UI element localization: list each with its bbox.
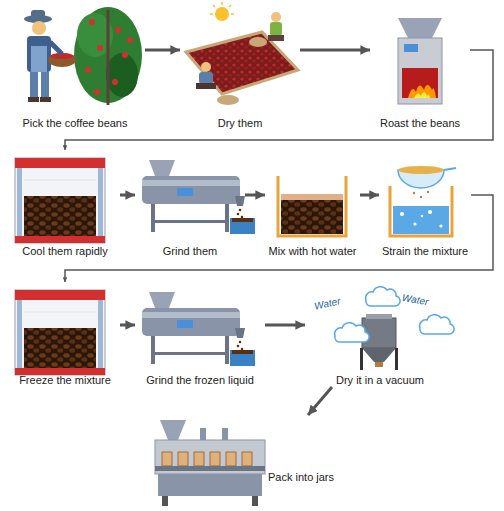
- vapor-label: Water: [401, 292, 429, 307]
- step-caption: Grind them: [163, 245, 217, 258]
- process-step: Mix with hot water: [265, 150, 360, 258]
- process-step: Freeze the mixture: [10, 282, 120, 387]
- step-caption: Dry them: [218, 117, 263, 130]
- process-step: Grind the frozen liquid: [135, 282, 265, 387]
- step-caption: Freeze the mixture: [19, 374, 111, 387]
- flow-arrow: [308, 387, 332, 415]
- flow-arrow: [65, 195, 493, 282]
- step-caption: Strain the mixture: [382, 245, 468, 258]
- flow-arrow: [265, 324, 305, 327]
- flow-arrow: [65, 50, 493, 150]
- process-step: Roast the beans: [370, 5, 470, 130]
- step-caption: Grind the frozen liquid: [146, 374, 254, 387]
- step-caption: Pick the coffee beans: [23, 117, 128, 130]
- process-step: Grind them: [135, 150, 245, 258]
- step-caption: Roast the beans: [380, 117, 460, 130]
- flow-arrow: [120, 324, 135, 327]
- flow-arrow: [300, 49, 370, 52]
- process-step: Pick the coffee beans: [5, 5, 145, 130]
- process-step: Pack into jars: [150, 415, 365, 507]
- step-caption: Mix with hot water: [268, 245, 356, 258]
- step-caption: Pack into jars: [268, 471, 334, 484]
- step-caption: Cool them rapidly: [22, 245, 108, 258]
- process-step: Strain the mixture: [379, 150, 471, 258]
- flow-arrow: [245, 194, 265, 197]
- process-step: Dry them: [180, 5, 300, 130]
- vapor-label: Water: [313, 295, 341, 311]
- process-step: Cool them rapidly: [10, 150, 120, 258]
- step-caption: Dry it in a vacuum: [336, 374, 424, 387]
- flow-arrow: [360, 194, 379, 197]
- flow-arrow: [145, 49, 180, 52]
- flow-arrow: [120, 194, 135, 197]
